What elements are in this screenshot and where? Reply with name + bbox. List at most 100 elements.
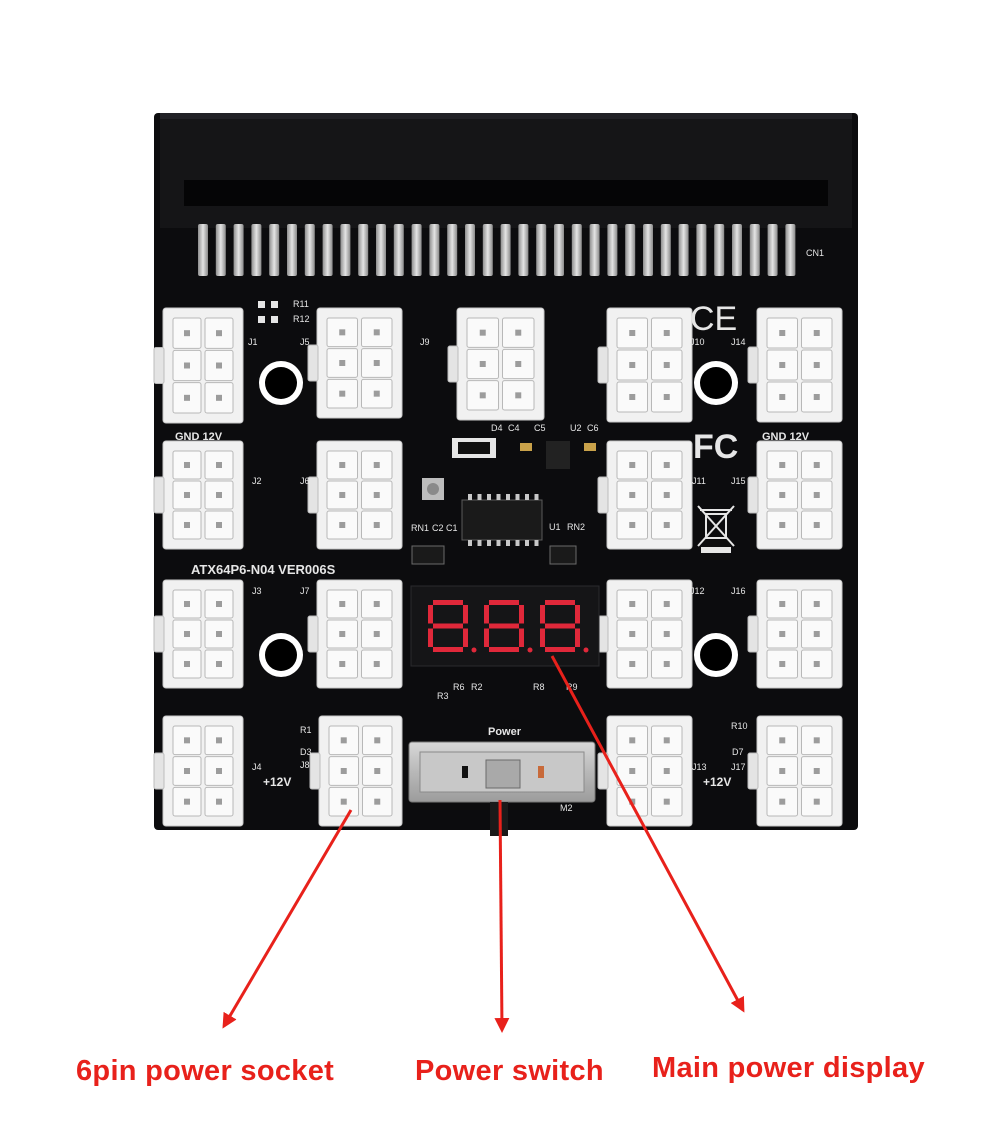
ref-d3: D3 (300, 747, 312, 757)
ref-u1: U1 (549, 522, 561, 532)
main-power-display (410, 585, 600, 667)
connector-pin (198, 224, 208, 276)
connector-pin (571, 224, 582, 276)
ref-d4: D4 (491, 423, 503, 433)
connector-pin (376, 224, 386, 276)
power-socket-j6[interactable]: J6 (300, 440, 403, 550)
ref-r6: R6 (453, 682, 465, 692)
socket-ref-label: J3 (252, 586, 262, 596)
ref-r10: R10 (731, 721, 748, 731)
connector-pin (518, 224, 529, 276)
socket-ref-label: J1 (248, 337, 258, 347)
control-circuit (411, 438, 596, 565)
ref-r8: R8 (533, 682, 545, 692)
ref-c1: C1 (446, 523, 458, 533)
connector-pin (429, 224, 440, 276)
ref-m2: M2 (560, 803, 573, 813)
connector-pin (696, 224, 707, 276)
power-socket-j17[interactable]: J17 (731, 715, 843, 827)
model-label: ATX64P6-N04 VER006S (191, 562, 336, 577)
ref-c4: C4 (508, 423, 520, 433)
callout-main-power-display: Main power display (652, 1052, 925, 1084)
ref-r11: R11 (293, 299, 309, 309)
connector-pin (447, 224, 458, 276)
socket-ref-label: J2 (252, 476, 262, 486)
socket-ref-label: J12 (690, 586, 705, 596)
connector-pin (215, 224, 226, 276)
power-socket-j11[interactable]: J11 (597, 440, 706, 550)
socket-ref-label: J17 (731, 762, 746, 772)
arrow-to-display (550, 655, 745, 1013)
ref-d7: D7 (732, 747, 744, 757)
power-socket-j7[interactable]: J7 (300, 579, 403, 689)
weee-bin-icon (697, 505, 735, 553)
cn1-ref: CN1 (806, 248, 824, 258)
power-socket-j15[interactable]: J15 (731, 440, 843, 550)
gnd-12v-right-label: GND 12V (762, 431, 810, 443)
connector-pin (322, 224, 333, 276)
socket-ref-label: J5 (300, 337, 310, 347)
power-socket-j2[interactable]: J2 (153, 440, 262, 550)
connector-pin (749, 224, 760, 276)
connector-pin (269, 224, 280, 276)
socket-ref-label: J16 (731, 586, 746, 596)
gnd-12v-left-label: GND 12V (175, 431, 223, 443)
connector-pin (465, 224, 475, 276)
connector-pin (554, 224, 564, 276)
callout-6pin-power-socket: 6pin power socket (76, 1055, 335, 1087)
power-socket-j5[interactable]: J5 (300, 307, 403, 419)
power-switch[interactable] (408, 741, 596, 836)
ref-c5: C5 (534, 423, 546, 433)
ref-r12: R12 (293, 314, 310, 324)
connector-pin (660, 224, 671, 276)
power-socket-j1[interactable]: J1 (153, 307, 258, 424)
power-socket-j4[interactable]: J4 (153, 715, 262, 827)
socket-ref-label: J13 (692, 762, 707, 772)
arrow-to-socket (222, 809, 353, 1029)
ref-c6: C6 (587, 423, 599, 433)
connector-pin (732, 224, 742, 276)
connector-pin (393, 224, 404, 276)
connector-pin (714, 224, 725, 276)
socket-ref-label: J14 (731, 337, 746, 347)
socket-ref-label: J4 (252, 762, 262, 772)
socket-ref-label: J10 (690, 337, 705, 347)
socket-ref-label: J8 (300, 760, 310, 770)
connector-pin (411, 224, 422, 276)
mounting-holes (259, 361, 738, 677)
plus12v-left-label: +12V (263, 775, 291, 789)
power-socket-j12[interactable]: J12 (597, 579, 705, 689)
display-digit (484, 600, 533, 653)
ref-r9: R9 (566, 682, 578, 692)
connector-pin (482, 224, 493, 276)
socket-ref-label: J7 (300, 586, 310, 596)
ref-r1: R1 (300, 725, 312, 735)
resistor-pads (258, 301, 278, 323)
connector-pin (625, 224, 636, 276)
connector-pin (643, 224, 653, 276)
connector-pin (287, 224, 297, 276)
connector-pin (340, 224, 351, 276)
connector-pin (678, 224, 689, 276)
display-digit (428, 600, 477, 653)
power-socket-j8[interactable]: J8 (300, 715, 403, 827)
connector-pin (767, 224, 778, 276)
power-label: Power (488, 726, 522, 738)
fcc-mark: FC (693, 428, 738, 466)
power-socket-j14[interactable]: J14 (731, 307, 843, 423)
power-socket-j9[interactable]: J9 (420, 307, 545, 421)
connector-pin (500, 224, 511, 276)
arrow-to-switch (494, 799, 510, 1033)
switch-slider[interactable] (485, 759, 521, 789)
power-socket-j16[interactable]: J16 (731, 579, 843, 689)
connector-pin (785, 224, 796, 276)
callout-power-switch: Power switch (415, 1055, 604, 1087)
socket-ref-label: J6 (300, 476, 310, 486)
power-socket-j3[interactable]: J3 (153, 579, 262, 689)
ref-rn1: RN1 (411, 523, 429, 533)
power-socket-j10[interactable]: J10 (597, 307, 705, 423)
connector-pins (198, 224, 796, 276)
connector-pin (233, 224, 244, 276)
